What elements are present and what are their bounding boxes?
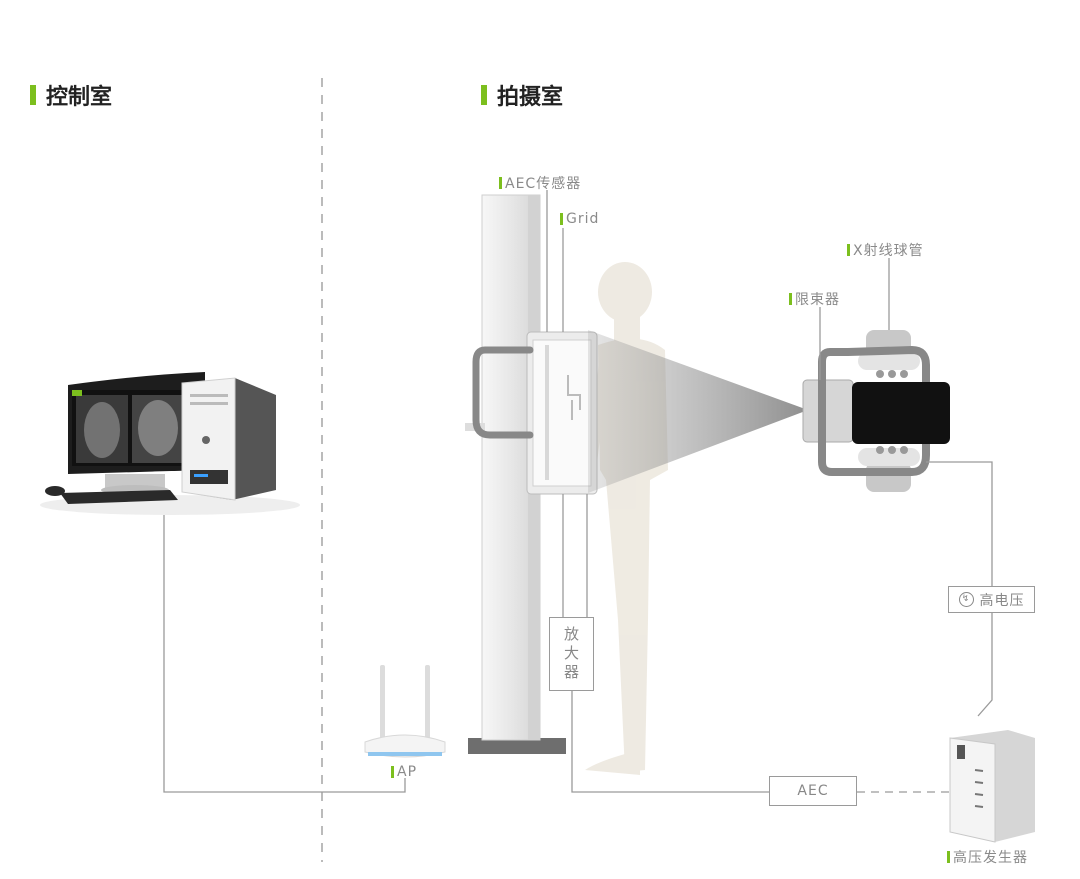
connections: [163, 190, 993, 793]
label-xray-tube-text: X射线球管: [853, 243, 924, 259]
xray-tube-head: [802, 330, 950, 492]
workstation: [40, 372, 300, 515]
xray-beam: [588, 330, 808, 493]
high-voltage-text: 高电压: [979, 592, 1025, 609]
label-xray-tube: X射线球管: [847, 240, 924, 260]
line-pc-to-ap: [163, 515, 406, 793]
line-hv-to-generator: [977, 612, 993, 717]
power-bolt-icon: ↯: [958, 592, 974, 607]
shooting-room-title: 拍摄室: [481, 79, 563, 111]
label-grid: Grid: [560, 211, 599, 227]
label-ap: AP: [391, 764, 417, 780]
label-grid-text: Grid: [566, 211, 600, 227]
line-tube-to-hv: [926, 461, 993, 590]
aec-text: AEC: [797, 783, 829, 799]
aec-box: AEC: [769, 776, 857, 806]
label-aec-sensor: AEC传感器: [499, 173, 581, 193]
high-voltage-box: ↯ 高电压: [948, 586, 1035, 613]
control-room-title: 控制室: [30, 79, 112, 111]
amplifier-box: 放大器: [549, 617, 594, 691]
wireless-router: [364, 665, 446, 758]
control-room-title-text: 控制室: [46, 85, 113, 110]
label-collimator-text: 限束器: [795, 292, 840, 308]
amplifier-text: 放大器: [562, 625, 580, 683]
label-collimator: 限束器: [789, 289, 840, 309]
line-amplifier-to-aec: [571, 690, 770, 793]
label-aec-sensor-text: AEC传感器: [505, 176, 582, 192]
label-ap-text: AP: [397, 764, 418, 780]
label-hv-generator: 高压发生器: [947, 847, 1028, 867]
label-hv-generator-text: 高压发生器: [953, 850, 1028, 866]
hv-generator-cabinet: [949, 730, 1035, 843]
shooting-room-title-text: 拍摄室: [497, 85, 564, 110]
